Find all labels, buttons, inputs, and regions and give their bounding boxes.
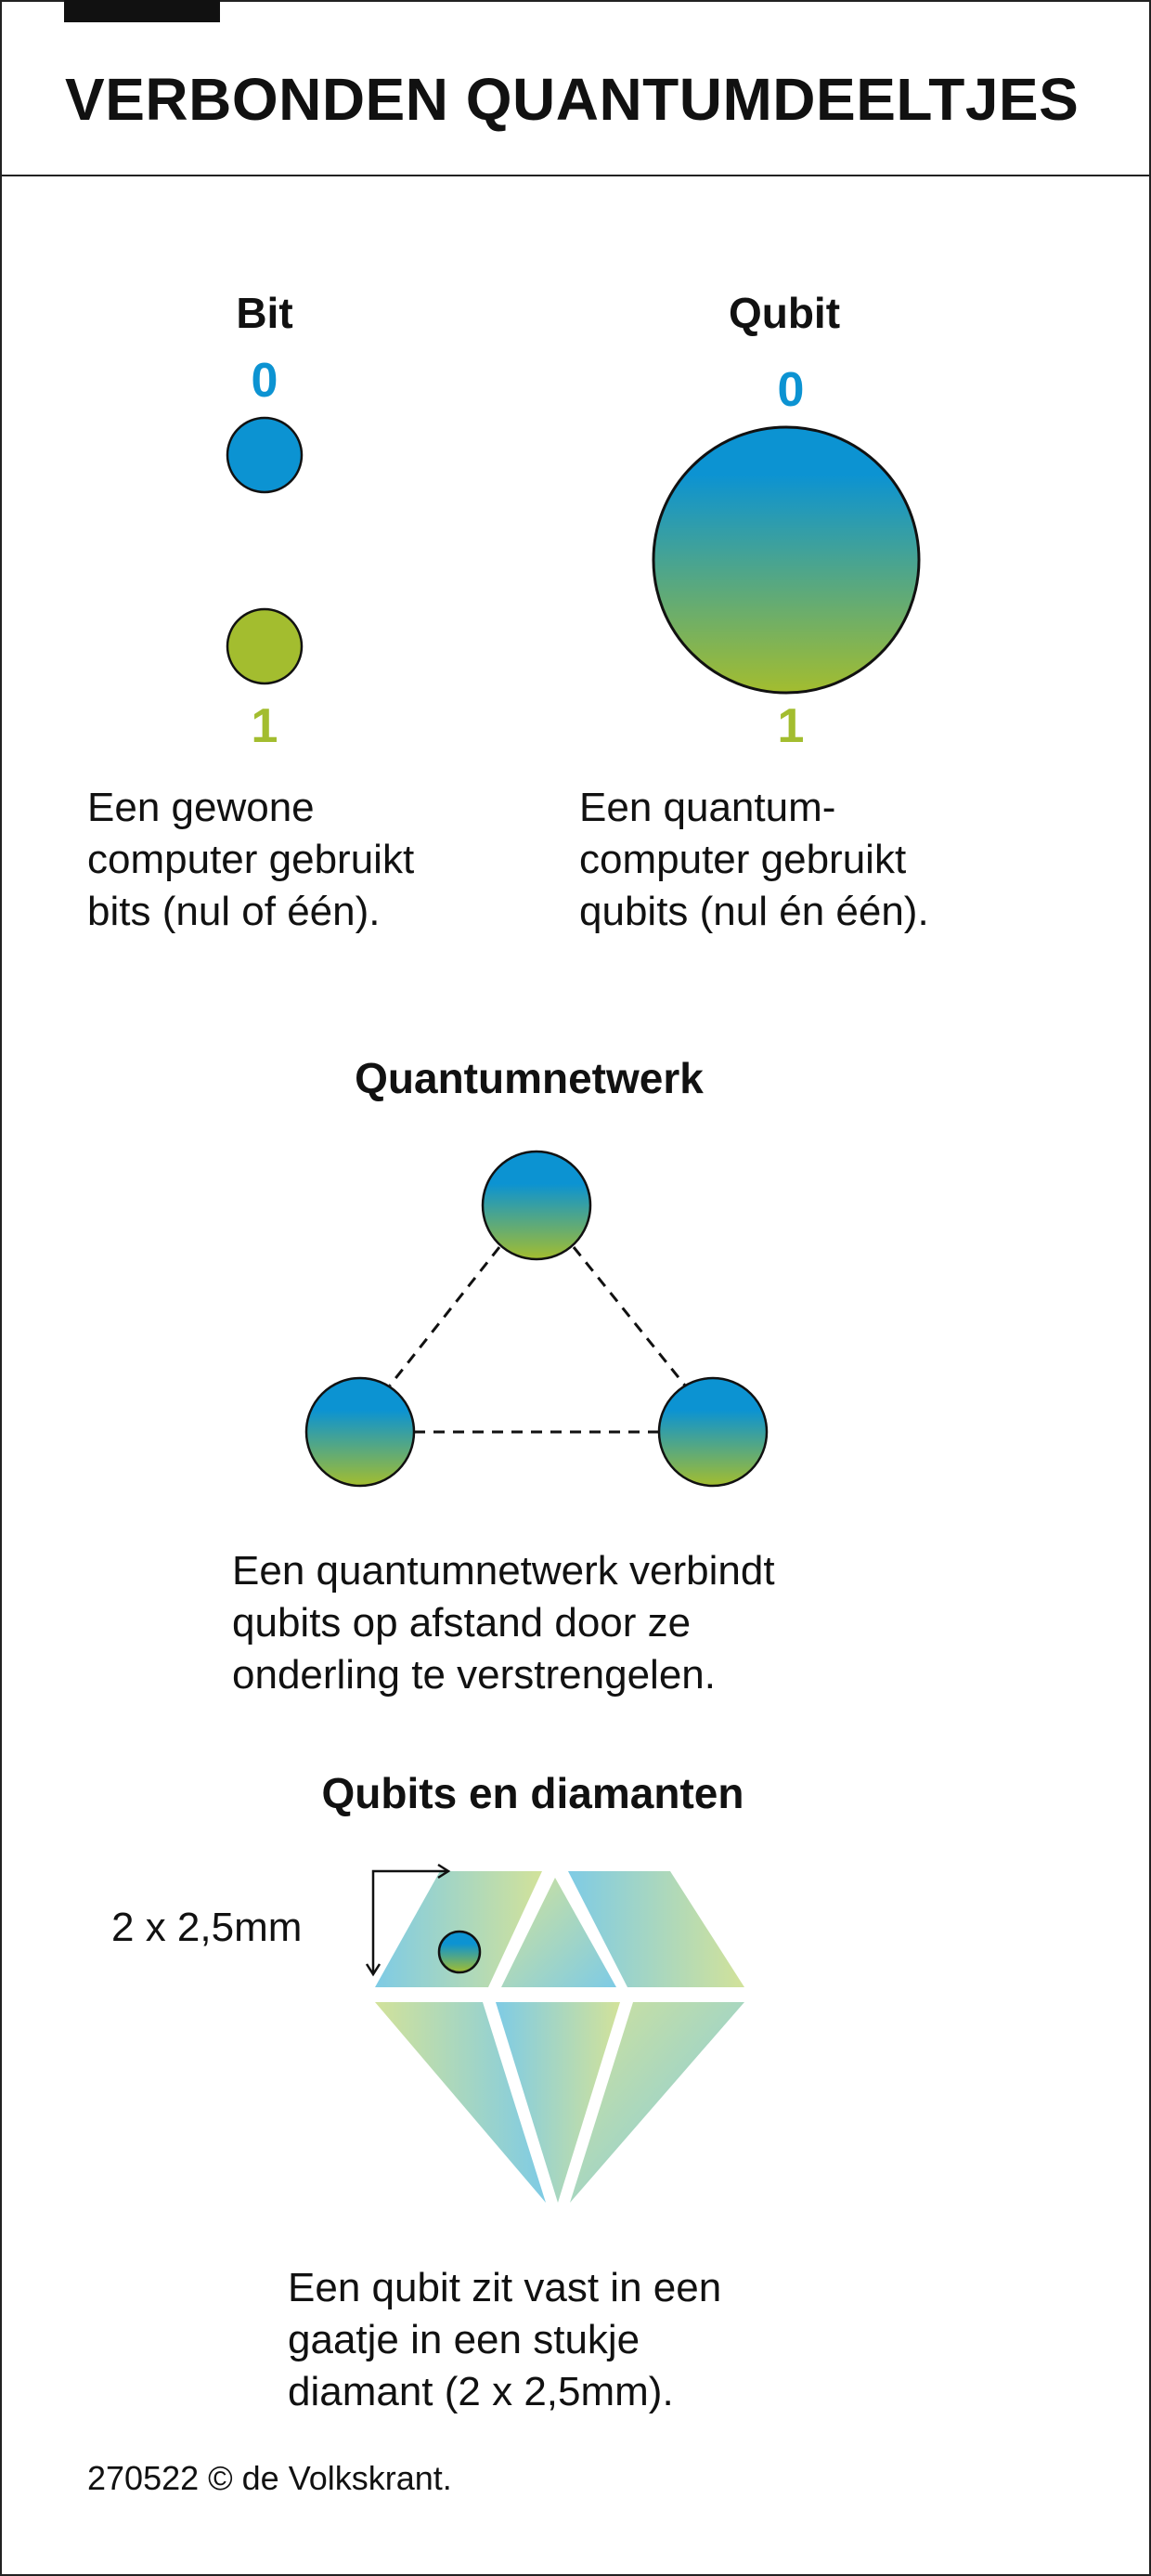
size-indicator-arrow xyxy=(365,1863,451,1977)
qubit-one-label: 1 xyxy=(777,699,805,753)
diamond-label: Qubits en diamanten xyxy=(321,1769,744,1817)
diamond-size-label: 2 x 2,5mm xyxy=(111,1905,303,1950)
qubit-sphere xyxy=(652,425,921,695)
network-link-left xyxy=(388,1246,501,1386)
diamond-illustration xyxy=(375,1871,744,2203)
diamond-description: Een qubit zit vast in een gaatje in een … xyxy=(288,2265,722,2414)
network-link-right xyxy=(572,1246,687,1386)
qubit-label: Qubit xyxy=(728,289,841,337)
network-label: Quantumnetwerk xyxy=(355,1054,704,1102)
top-accent-bar xyxy=(64,0,220,22)
page-title: VERBONDEN QUANTUMDEELTJES xyxy=(65,66,1080,133)
qubit-zero-label: 0 xyxy=(777,363,805,417)
qubit-description: Een quantum- computer gebruikt qubits (n… xyxy=(579,785,929,934)
bit-one-label: 1 xyxy=(251,699,278,753)
bit-description: Een gewone computer gebruikt bits (nul o… xyxy=(87,785,415,934)
title-divider xyxy=(0,175,1151,176)
bit-one-dot xyxy=(226,607,304,685)
copyright-credit: 270522 © de Volkskrant. xyxy=(87,2459,452,2497)
bit-zero-dot xyxy=(226,416,304,494)
network-description: Een quantumnetwerk verbindt qubits op af… xyxy=(232,1548,775,1698)
network-node-top xyxy=(481,1150,592,1261)
bit-zero-label: 0 xyxy=(251,354,278,408)
bit-label: Bit xyxy=(236,289,293,337)
network-node-right xyxy=(657,1376,769,1488)
network-node-left xyxy=(304,1376,416,1488)
diamond-qubit-dot xyxy=(437,1930,482,1974)
